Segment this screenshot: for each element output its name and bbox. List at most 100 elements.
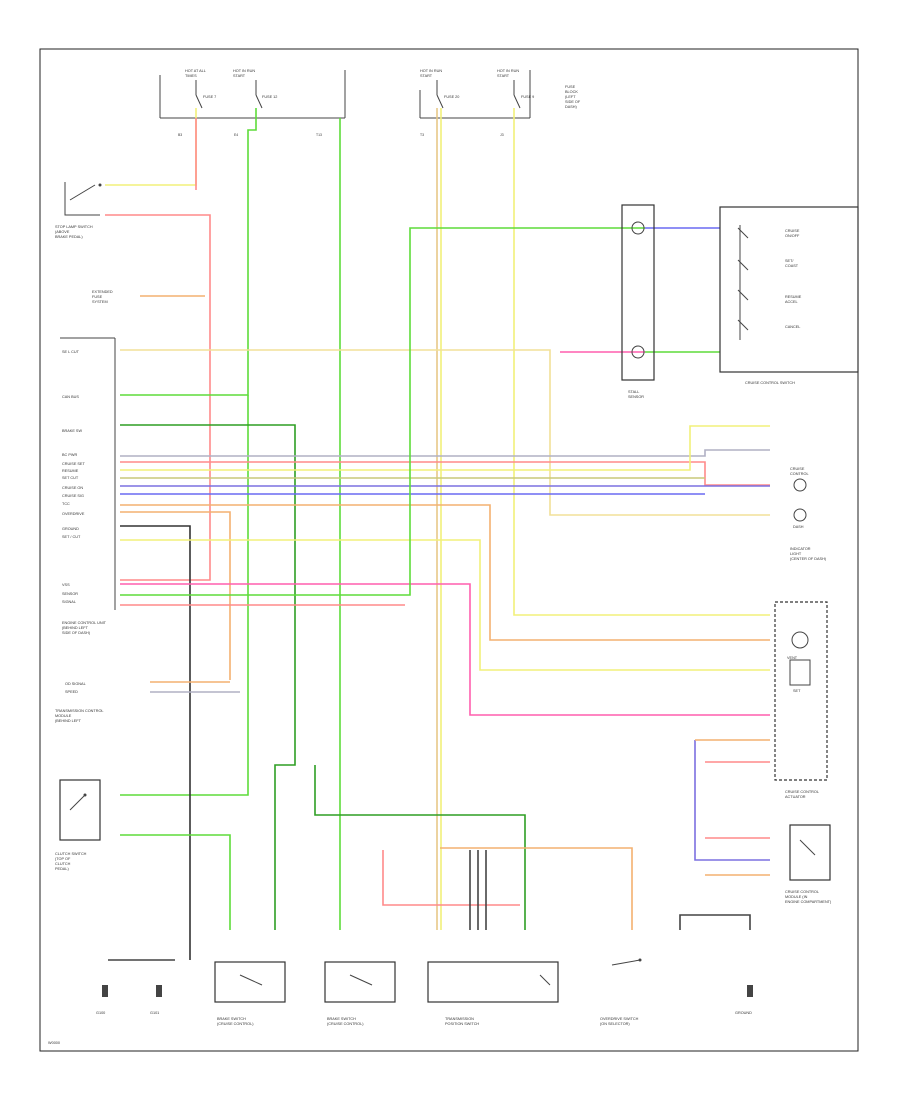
wires <box>105 108 770 961</box>
svg-text:BLOCK: BLOCK <box>565 90 578 94</box>
svg-text:SET / CUT: SET / CUT <box>62 535 81 539</box>
svg-text:ENGINE COMPARTMENT): ENGINE COMPARTMENT) <box>785 900 832 904</box>
svg-text:DASH): DASH) <box>565 105 578 109</box>
svg-text:START: START <box>233 74 246 78</box>
wire-clutch-feed <box>120 395 249 796</box>
svg-text:BRAKE SWITCH: BRAKE SWITCH <box>217 1017 246 1021</box>
svg-text:CRUISE SIG: CRUISE SIG <box>62 494 84 498</box>
svg-text:SET CUT: SET CUT <box>62 476 79 480</box>
svg-text:(CENTER OF DASH): (CENTER OF DASH) <box>790 557 827 561</box>
wire-stop-lamp-feed <box>105 108 197 186</box>
svg-text:MODULE: MODULE <box>55 714 72 718</box>
svg-text:SENSOR: SENSOR <box>62 592 78 596</box>
svg-text:CRUISE ON: CRUISE ON <box>62 486 83 490</box>
svg-text:STALL: STALL <box>628 390 639 394</box>
svg-text:POSITION SWITCH: POSITION SWITCH <box>445 1022 479 1026</box>
wire-stop-lamp-output <box>105 214 211 581</box>
svg-text:BRAKE PEDAL): BRAKE PEDAL) <box>55 235 83 239</box>
svg-text:FUSE: FUSE <box>565 85 576 89</box>
wire-fuse12-green <box>120 108 257 396</box>
svg-text:CRUISE CONTROL: CRUISE CONTROL <box>785 890 819 894</box>
svg-text:PEDAL): PEDAL) <box>55 867 69 871</box>
svg-text:FUSE: FUSE <box>92 295 103 299</box>
svg-text:MODULE (IN: MODULE (IN <box>785 895 808 899</box>
svg-text:T13: T13 <box>316 133 322 137</box>
svg-text:COAST: COAST <box>785 264 799 268</box>
svg-text:(ON SELECTOR): (ON SELECTOR) <box>600 1022 630 1026</box>
wire-ecu-1 <box>120 349 770 516</box>
svg-text:HOT IN RUN: HOT IN RUN <box>420 69 442 73</box>
svg-text:RESUME: RESUME <box>62 469 79 473</box>
wire-ecu-gray <box>120 449 770 457</box>
svg-text:SE L CUT: SE L CUT <box>62 350 80 354</box>
wire-ecu-yellow <box>120 425 770 471</box>
svg-text:FUSE 9: FUSE 9 <box>521 95 534 99</box>
svg-text:VSS: VSS <box>62 583 70 587</box>
svg-text:(CRUISE CONTROL): (CRUISE CONTROL) <box>217 1022 254 1026</box>
svg-text:DASH: DASH <box>793 525 804 529</box>
svg-text:OVERDRIVE SWITCH: OVERDRIVE SWITCH <box>600 1017 639 1021</box>
svg-text:CONTROL: CONTROL <box>790 472 809 476</box>
svg-text:EXTENDED: EXTENDED <box>92 290 113 294</box>
brake-switch-left: BRAKE SWITCH(CRUISE CONTROL) <box>214 961 286 1026</box>
svg-text:ACCEL: ACCEL <box>785 300 798 304</box>
svg-text:RESUME: RESUME <box>785 295 802 299</box>
svg-text:E4: E4 <box>234 133 238 137</box>
wire-overdrive <box>440 847 633 930</box>
svg-text:(LEFT: (LEFT <box>565 95 576 99</box>
wire-ecu-tan <box>120 511 231 680</box>
svg-text:SIGNAL: SIGNAL <box>62 600 76 604</box>
svg-text:TIMES: TIMES <box>185 74 197 78</box>
svg-text:OVERDRIVE: OVERDRIVE <box>62 512 85 516</box>
svg-text:ON/OFF: ON/OFF <box>785 234 800 238</box>
svg-text:CRUISE CONTROL: CRUISE CONTROL <box>785 790 819 794</box>
svg-text:VENT: VENT <box>787 656 798 660</box>
wire-right-vertical <box>694 740 770 861</box>
svg-text:SIDE OF: SIDE OF <box>565 100 581 104</box>
svg-text:(TOP OF: (TOP OF <box>55 857 71 861</box>
svg-text:HOT IN RUN: HOT IN RUN <box>233 69 255 73</box>
svg-text:BRAKE SW: BRAKE SW <box>62 429 82 433</box>
svg-text:START: START <box>497 74 510 78</box>
svg-text:FUSE 12: FUSE 12 <box>262 95 277 99</box>
svg-text:LIGHT: LIGHT <box>790 552 802 556</box>
wire-ecu-dkgreen <box>120 424 296 740</box>
svg-text:SYSTEM: SYSTEM <box>92 300 108 304</box>
svg-text:T3: T3 <box>420 133 424 137</box>
wire-brake-left <box>274 740 296 930</box>
svg-text:CRUISE: CRUISE <box>785 229 800 233</box>
svg-text:SPEED: SPEED <box>65 690 78 694</box>
svg-text:GROUND: GROUND <box>735 1011 752 1015</box>
brake-switch-right: BRAKE SWITCH(CRUISE CONTROL) <box>324 961 396 1026</box>
svg-text:BC PWR: BC PWR <box>62 453 77 457</box>
svg-text:CRUISE SET: CRUISE SET <box>62 462 85 466</box>
svg-text:TRANSMISSION: TRANSMISSION <box>445 1017 474 1021</box>
svg-text:TRANSMISSION CONTROL: TRANSMISSION CONTROL <box>55 709 104 713</box>
svg-text:CRUISE CONTROL SWITCH: CRUISE CONTROL SWITCH <box>745 381 795 385</box>
svg-text:SET/: SET/ <box>785 259 794 263</box>
svg-text:CLUTCH SWITCH: CLUTCH SWITCH <box>55 852 87 856</box>
svg-text:START: START <box>420 74 433 78</box>
svg-text:G101: G101 <box>150 1011 159 1015</box>
wire-ecu-orange <box>120 504 770 641</box>
wire-ecu-pink2 <box>120 583 770 716</box>
svg-text:SIDE OF DASH): SIDE OF DASH) <box>62 631 91 635</box>
svg-text:BRAKE SWITCH: BRAKE SWITCH <box>327 1017 356 1021</box>
svg-text:FUSE 20: FUSE 20 <box>444 95 459 99</box>
svg-text:(BEHIND LEFT: (BEHIND LEFT <box>62 626 89 630</box>
corner-mark: W0000 <box>48 1041 60 1045</box>
svg-text:B3: B3 <box>178 133 182 137</box>
wire-ecu-green-up <box>120 227 645 596</box>
svg-text:INDICATOR: INDICATOR <box>790 547 811 551</box>
svg-text:STOP LAMP SWITCH: STOP LAMP SWITCH <box>55 225 93 229</box>
